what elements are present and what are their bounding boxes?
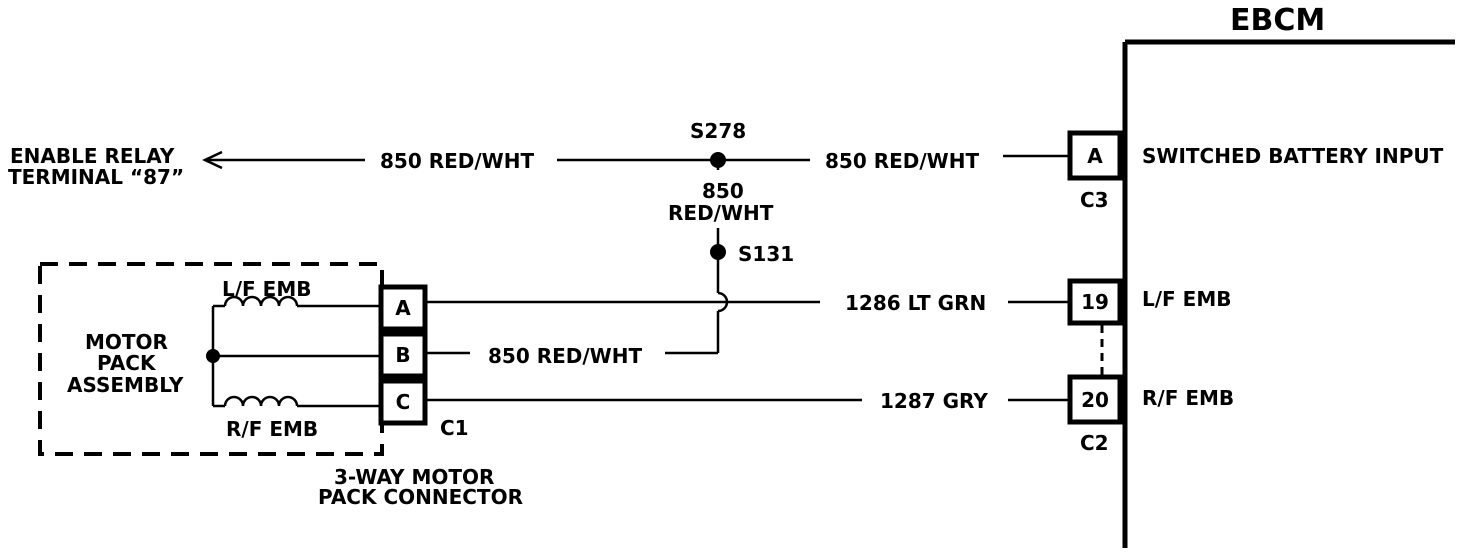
relay-arrow-icon xyxy=(202,150,223,170)
switched-battery-input-label: SWITCHED BATTERY INPUT xyxy=(1142,144,1444,168)
rf-coil-icon xyxy=(223,395,299,407)
lf-coil-icon xyxy=(223,295,299,307)
enable-relay-label-line2: TERMINAL “87” xyxy=(8,165,184,189)
motor-pack-label-line2: PACK xyxy=(97,351,157,375)
splice-s278-label: S278 xyxy=(690,119,746,143)
drop-wire-gauge: 850 xyxy=(702,179,744,203)
connector-c2-label: C2 xyxy=(1080,431,1109,455)
lf-emb-coil-label: L/F EMB xyxy=(222,277,311,301)
wire-1286-label: 1286 LT GRN xyxy=(845,291,986,315)
c1-pin-c-id: C xyxy=(396,390,411,414)
connector-c3-label: C3 xyxy=(1080,188,1109,212)
connector-c1-label: C1 xyxy=(440,416,469,440)
ebcm-title: EBCM xyxy=(1230,3,1325,38)
wire-1287-label: 1287 GRY xyxy=(880,389,988,413)
ebcm-pin-19: 19 xyxy=(1067,278,1123,326)
ebcm-pin-19-id: 19 xyxy=(1081,290,1109,314)
splice-s131-label: S131 xyxy=(738,242,794,266)
motor-pack-label-line1: MOTOR xyxy=(85,330,168,354)
splice-s131-dot xyxy=(710,244,726,260)
c1-pin-a-id: A xyxy=(395,296,411,320)
c1-pin-b: B xyxy=(378,331,428,379)
enable-relay-label-line1: ENABLE RELAY xyxy=(10,144,175,168)
wire-850-pin-b-label: 850 RED/WHT xyxy=(488,344,642,368)
motor-pack-connector-caption-line2: PACK CONNECTOR xyxy=(318,485,523,509)
motor-pack-label-line3: ASSEMBLY xyxy=(67,373,184,397)
lf-emb-pin-label: L/F EMB xyxy=(1142,287,1231,311)
wire-850-relay-label: 850 RED/WHT xyxy=(380,149,534,173)
motor-pack-connector-caption-line1: 3-WAY MOTOR xyxy=(334,465,494,489)
rf-emb-pin-label: R/F EMB xyxy=(1142,386,1234,410)
ebcm-pin-a-id: A xyxy=(1087,144,1103,168)
wire-850-ebcm-label: 850 RED/WHT xyxy=(825,149,979,173)
drop-wire-color: RED/WHT xyxy=(668,201,774,225)
c1-pin-a: A xyxy=(378,284,428,332)
c1-pin-b-id: B xyxy=(395,343,410,367)
ebcm-pin-20: 20 xyxy=(1067,374,1123,425)
ebcm-pin-20-id: 20 xyxy=(1081,388,1109,412)
rf-emb-coil-label: R/F EMB xyxy=(226,417,318,441)
c1-pin-c: C xyxy=(378,378,428,426)
ebcm-pin-a: A xyxy=(1067,130,1123,181)
